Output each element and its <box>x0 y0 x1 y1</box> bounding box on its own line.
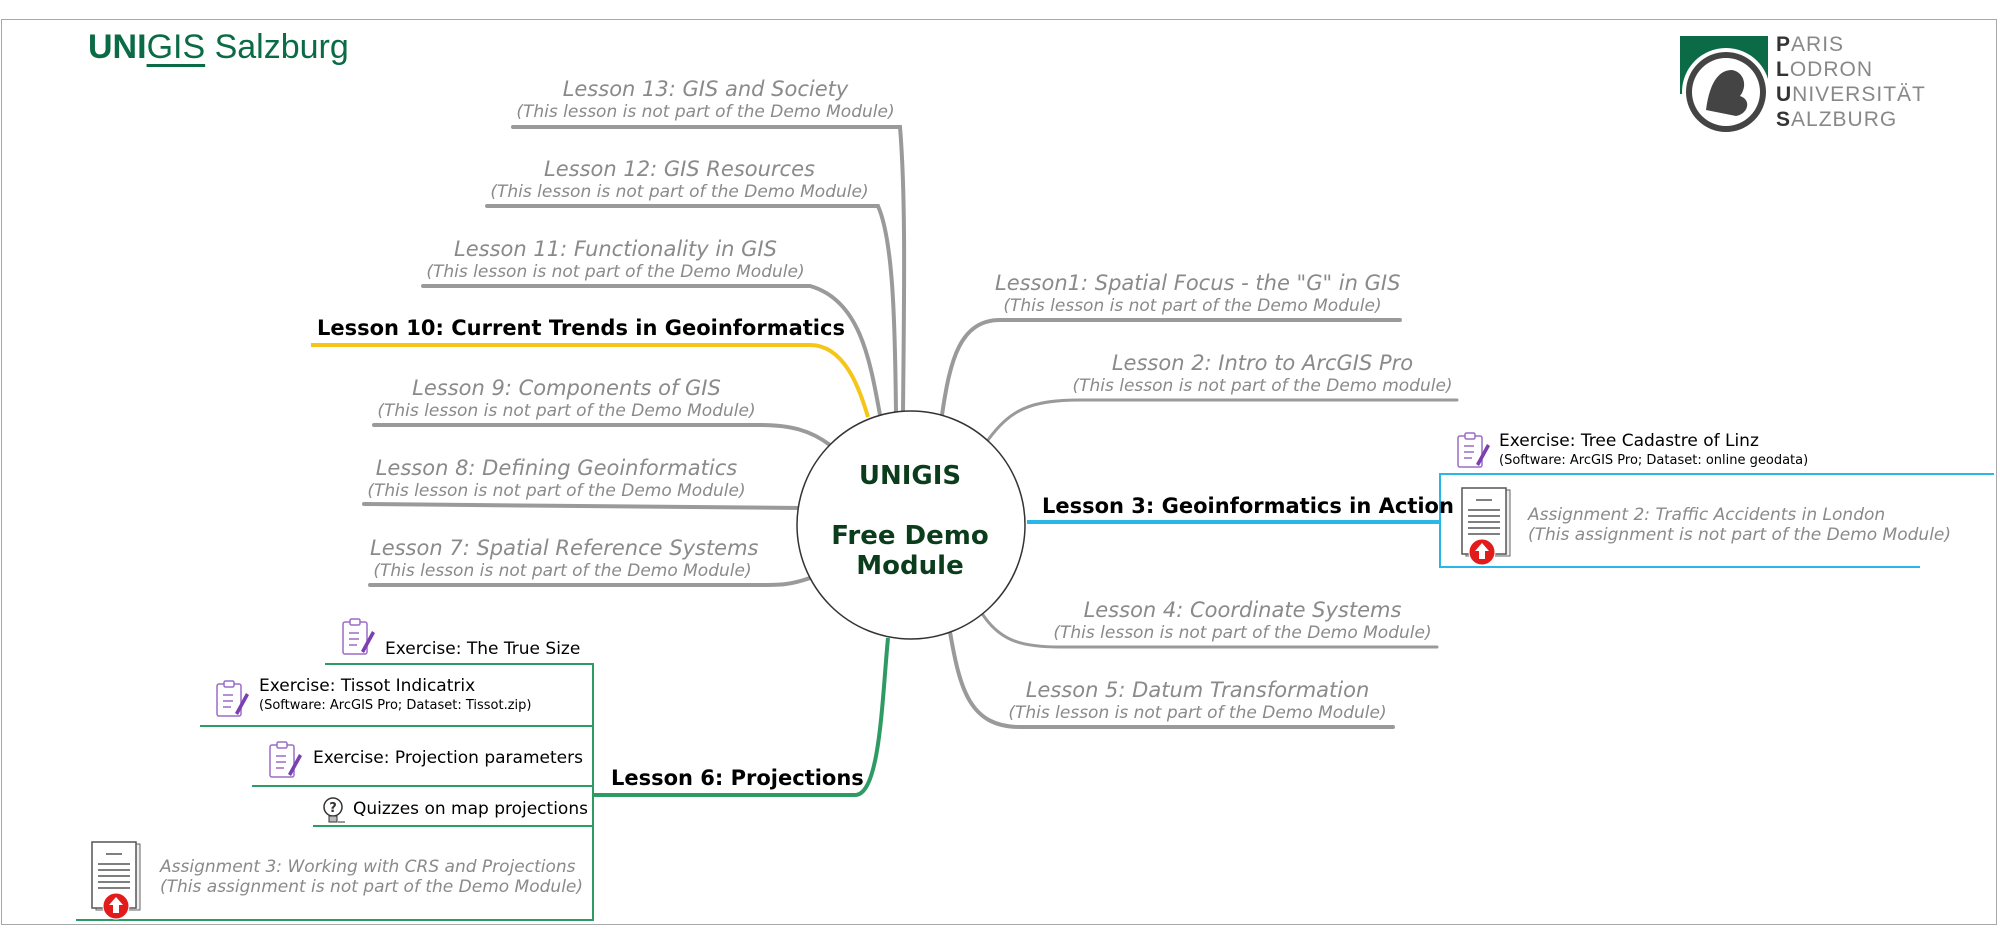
branch-lesson-7 <box>368 576 812 587</box>
central-node-title: UNIGIS Free Demo Module <box>831 461 989 581</box>
lesson-13-note: (This lesson is not part of the Demo Mod… <box>516 102 895 122</box>
exercise-tree-cadastre-title[interactable]: Exercise: Tree Cadastre of Linz <box>1499 431 1759 451</box>
lesson-1-title[interactable]: Lesson1: Spatial Focus - the "G" in GIS <box>995 271 1401 295</box>
assignment-3-title[interactable]: Assignment 3: Working with CRS and Proje… <box>160 857 576 877</box>
exercise-tree-cadastre-sub: (Software: ArcGIS Pro; Dataset: online g… <box>1499 453 1809 468</box>
clipboard-exercise-icon <box>269 741 302 778</box>
lesson-3-title[interactable]: Lesson 3: Geoinformatics in Action <box>1042 494 1454 518</box>
lesson-8-title[interactable]: Lesson 8: Defining Geoinformatics <box>375 456 738 480</box>
exercise-true-size[interactable]: Exercise: The True Size <box>385 639 581 659</box>
unigis-logo[interactable]: UNIGIS Salzburg <box>88 28 349 66</box>
exercise-projection-parameters[interactable]: Exercise: Projection parameters <box>313 748 583 768</box>
plus-university-logo[interactable]: PARIS LODRON UNIVERSITÄT SALZBURG <box>1776 33 1926 131</box>
exercise-tissot-title[interactable]: Exercise: Tissot Indicatrix <box>259 676 476 696</box>
lesson-10-title[interactable]: Lesson 10: Current Trends in Geoinformat… <box>317 316 845 340</box>
lesson-11-note: (This lesson is not part of the Demo Mod… <box>426 262 805 282</box>
lesson-2-title[interactable]: Lesson 2: Intro to ArcGIS Pro <box>1111 351 1414 375</box>
branch-lesson-11 <box>421 284 882 417</box>
branch-lesson-2 <box>986 398 1459 442</box>
branch-lesson-4 <box>981 613 1439 649</box>
assignment-3-note: (This assignment is not part of the Demo… <box>160 877 584 897</box>
lesson-5-title[interactable]: Lesson 5: Datum Transformation <box>1025 678 1370 702</box>
lesson-1-note: (This lesson is not part of the Demo Mod… <box>1003 296 1382 316</box>
branch-lesson-8 <box>362 502 802 510</box>
lesson-6-title[interactable]: Lesson 6: Projections <box>611 766 864 790</box>
branch-lesson-5 <box>948 630 1395 729</box>
lesson-11-title[interactable]: Lesson 11: Functionality in GIS <box>454 237 777 261</box>
lesson-5-note: (This lesson is not part of the Demo Mod… <box>1008 703 1387 723</box>
lesson-4-note: (This lesson is not part of the Demo Mod… <box>1053 623 1432 643</box>
lesson-7-note: (This lesson is not part of the Demo Mod… <box>373 561 752 581</box>
assignment-2-title[interactable]: Assignment 2: Traffic Accidents in Londo… <box>1528 505 1886 525</box>
clipboard-exercise-icon <box>1457 432 1490 468</box>
lesson-13-title[interactable]: Lesson 13: GIS and Society <box>562 77 849 101</box>
university-seal-logo <box>1680 36 1770 136</box>
diagram-frame <box>1 19 1997 925</box>
quizzes-map-projections[interactable]: Quizzes on map projections <box>353 799 588 819</box>
central-node <box>796 410 1026 640</box>
branch-lesson-13 <box>511 125 907 415</box>
assignment-upload-icon <box>91 841 141 920</box>
branch-lesson-1 <box>940 318 1402 417</box>
clipboard-exercise-icon <box>342 618 375 655</box>
exercise-tissot-sub: (Software: ArcGIS Pro; Dataset: Tissot.z… <box>259 698 532 713</box>
branch-lesson-10 <box>311 343 870 418</box>
svg-text:?: ? <box>329 801 337 816</box>
lesson-7-title[interactable]: Lesson 7: Spatial Reference Systems <box>370 536 759 560</box>
lesson-2-note: (This lesson is not part of the Demo mod… <box>1072 376 1453 396</box>
assignment-upload-icon <box>1461 487 1511 566</box>
branch-lesson-9 <box>372 423 832 447</box>
lesson-12-title[interactable]: Lesson 12: GIS Resources <box>544 157 815 181</box>
assignment-2-note: (This assignment is not part of the Demo… <box>1528 525 1952 545</box>
quiz-lightbulb-icon: ? <box>323 797 345 823</box>
lesson-4-title[interactable]: Lesson 4: Coordinate Systems <box>1083 598 1402 622</box>
clipboard-exercise-icon <box>216 680 249 717</box>
branch-lesson-12 <box>485 204 898 415</box>
branch-lesson-6 <box>593 637 890 797</box>
lesson-8-note: (This lesson is not part of the Demo Mod… <box>367 481 746 501</box>
lesson-9-note: (This lesson is not part of the Demo Mod… <box>377 401 756 421</box>
lesson-12-note: (This lesson is not part of the Demo Mod… <box>490 182 869 202</box>
lesson-9-title[interactable]: Lesson 9: Components of GIS <box>412 376 721 400</box>
